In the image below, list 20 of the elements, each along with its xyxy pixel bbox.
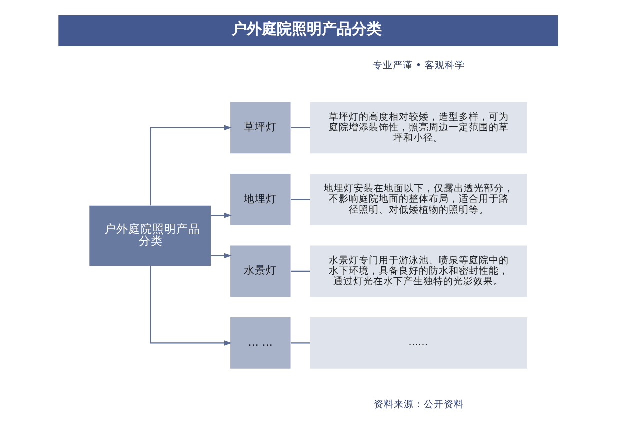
connector [291, 270, 310, 272]
node-box: … … [230, 318, 291, 369]
node-box: 水景灯专门用于游泳池、喷泉等庭院中的水下环境，具备良好的防水和密封性能，通过灯光在水下产生独特的光影效果。 [310, 246, 528, 298]
node-box: 户外庭院照明产品分类 [90, 206, 212, 266]
arrow [150, 266, 232, 346]
node-box: 草坪灯的高度相对较矮，造型多样，可为庭院增添装饰性，照亮周边一定范围的草坪和小径。 [310, 102, 528, 154]
node-box: 地埋灯 [230, 174, 291, 226]
arrow [150, 125, 232, 206]
node-box: 草坪灯 [230, 102, 291, 154]
label: 资料来源：公开资料 [374, 400, 464, 411]
node-box: …… [310, 318, 528, 369]
label: 专业严谨 • 客观科学 [372, 60, 465, 72]
diagram-title: 户外庭院照明产品分类 [232, 20, 382, 38]
arrow [211, 253, 232, 259]
node-box: 地埋灯安装在地面以下，仅露出透光部分，不影响庭院地面的整体布局，适合用于路径照明、对低矮植物的照明等。 [310, 174, 528, 226]
arrow [211, 213, 232, 218]
connector [291, 127, 310, 128]
node-box: 水景灯 [230, 246, 291, 298]
connector [291, 199, 310, 200]
connector [291, 342, 310, 344]
